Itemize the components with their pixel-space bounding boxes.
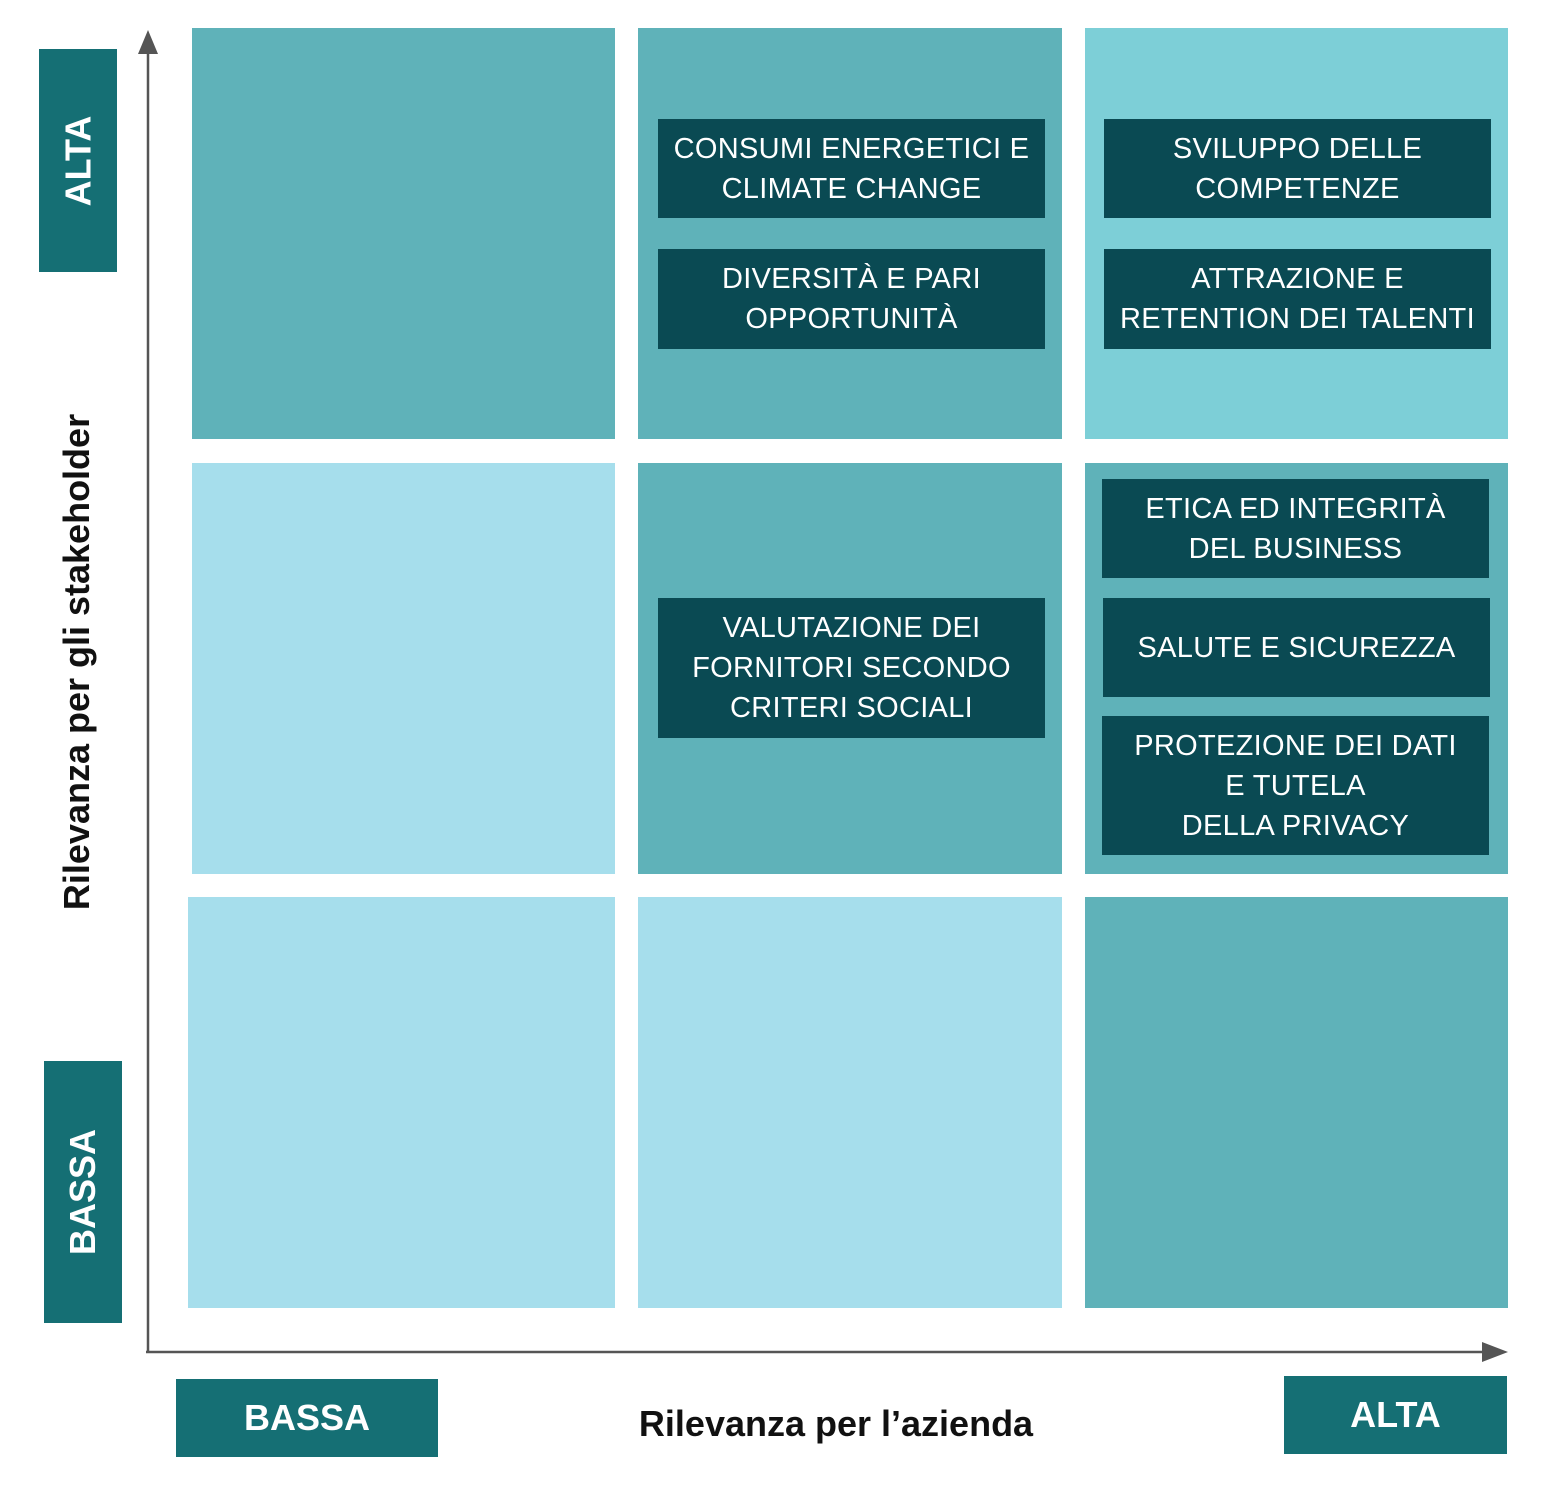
y-axis-arrowhead xyxy=(138,30,158,54)
topic-sviluppo-competenze: SVILUPPO DELLE COMPETENZE xyxy=(1104,119,1491,218)
x-axis-high-label: ALTA xyxy=(1350,1394,1441,1435)
topic-valutazione-fornitori: VALUTAZIONE DEI FORNITORI SECONDO CRITER… xyxy=(658,598,1045,738)
y-axis-low-label: BASSA xyxy=(62,1128,103,1256)
x-axis-low-badge: BASSA xyxy=(176,1379,438,1457)
topic-diversita-pari-opportunita: DIVERSITÀ E PARI OPPORTUNITÀ xyxy=(658,249,1045,349)
cell-high-low xyxy=(192,28,615,439)
y-axis-low-badge: BASSA xyxy=(44,1061,122,1323)
topic-etica-integrita: ETICA ED INTEGRITÀ DEL BUSINESS xyxy=(1102,479,1489,578)
x-axis-low-label: BASSA xyxy=(243,1397,371,1438)
cell-high-high xyxy=(1085,28,1508,439)
x-axis-high-badge: ALTA xyxy=(1284,1376,1507,1454)
x-axis-title: Rilevanza per l’azienda xyxy=(638,1403,1034,1444)
cell-low-high xyxy=(1085,897,1508,1308)
cell-medium-low xyxy=(192,463,615,874)
x-axis-arrowhead xyxy=(1482,1342,1508,1362)
y-axis-high-badge: ALTA xyxy=(39,49,117,272)
y-axis-title: Rilevanza per gli stakeholder xyxy=(56,413,97,911)
cell-low-medium xyxy=(638,897,1062,1308)
cell-low-low xyxy=(188,897,615,1308)
topic-salute-sicurezza: SALUTE E SICUREZZA xyxy=(1103,598,1490,697)
topic-consumi-energetici: CONSUMI ENERGETICI E CLIMATE CHANGE xyxy=(658,119,1045,218)
topic-protezione-dati: PROTEZIONE DEI DATI E TUTELA DELLA PRIVA… xyxy=(1102,716,1489,855)
y-axis-high-label: ALTA xyxy=(57,115,99,206)
topic-attrazione-talenti: ATTRAZIONE E RETENTION DEI TALENTI xyxy=(1104,249,1491,349)
cell-high-medium xyxy=(638,28,1062,439)
